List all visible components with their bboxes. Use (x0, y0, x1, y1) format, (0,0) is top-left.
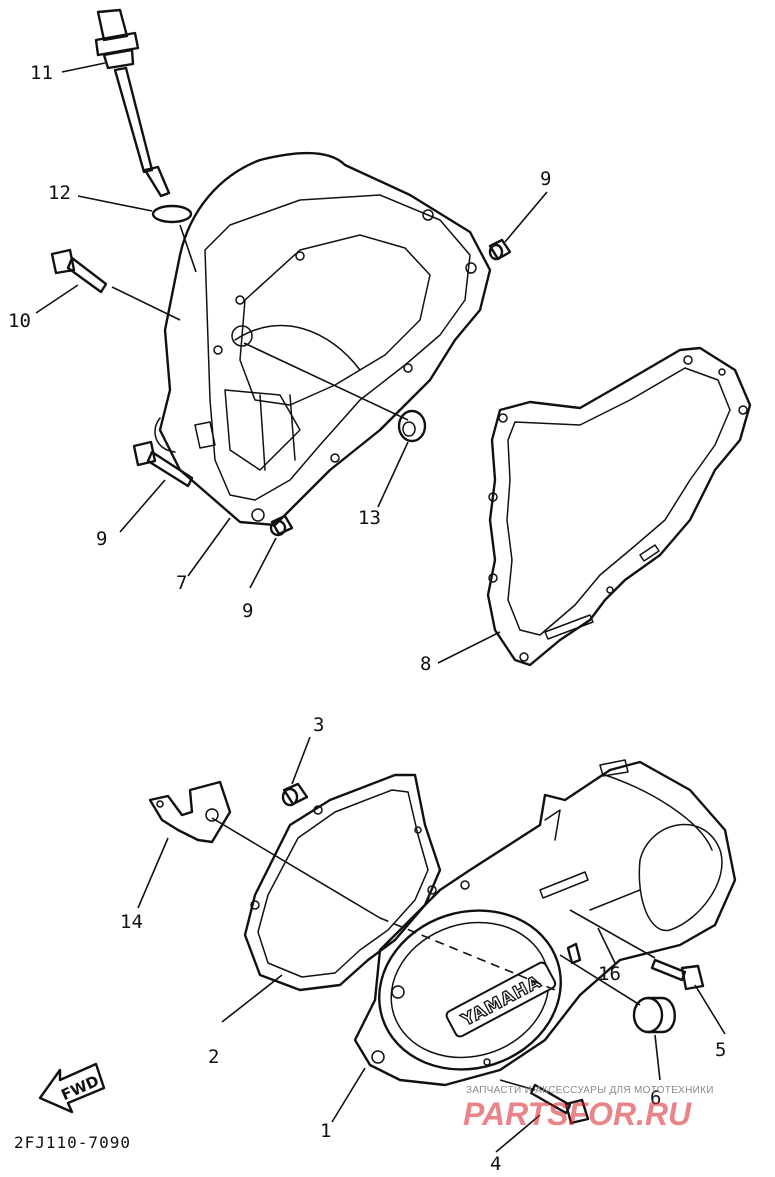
callout-12: 11 (30, 62, 53, 84)
callout-1: 1 (320, 1120, 331, 1142)
callout-7: 7 (176, 572, 187, 594)
callout-9-lower: 9 (242, 600, 253, 622)
lower-leader-lines (137, 736, 726, 1153)
yamaha-emblem: YAMAHA (445, 961, 557, 1038)
generator-cover-dome (378, 909, 562, 1071)
part-2-gasket[interactable] (243, 773, 442, 992)
part-5-bolt[interactable] (650, 958, 705, 991)
callout-14: 13 (358, 507, 381, 529)
part-13-o-ring[interactable] (151, 204, 193, 224)
part-11-bolt[interactable] (50, 248, 108, 294)
callout-6: 6 (650, 1087, 661, 1109)
part-14-oil-seal[interactable] (397, 409, 427, 443)
callout-2: 2 (208, 1046, 219, 1068)
part-7-crankcase-cover[interactable] (154, 151, 492, 527)
part-8-gasket[interactable] (486, 346, 752, 667)
part-15-bracket[interactable] (148, 780, 232, 844)
callout-3: 3 (313, 714, 324, 736)
callout-10: 9 (96, 528, 107, 550)
callout-15: 14 (120, 911, 143, 933)
part-3-dowel[interactable] (281, 782, 309, 807)
watermark: ЗАПЧАСТИ И АКСЕССУАРЫ ДЛЯ МОТОТЕХНИКИ PA… (463, 1085, 714, 1132)
callout-9-upper: 9 (540, 168, 551, 190)
part-6-plug[interactable] (632, 996, 676, 1034)
watermark-tagline: ЗАПЧАСТИ И АКСЕССУАРЫ ДЛЯ МОТОТЕХНИКИ (466, 1085, 714, 1096)
part-4-bolt[interactable] (529, 1083, 590, 1125)
upper-leader-lines (35, 62, 548, 664)
callout-8: 8 (420, 653, 431, 675)
part-12-dipstick[interactable] (94, 8, 171, 198)
part-9-dowel-pin-lower[interactable] (269, 514, 294, 537)
callout-16: 16 (598, 963, 621, 985)
callout-labels: 11 12 10 9 7 9 9 13 8 3 14 2 1 4 5 6 16 (8, 62, 726, 1175)
callout-4: 4 (490, 1153, 501, 1175)
part-16-pin[interactable] (566, 942, 582, 965)
callout-5: 5 (715, 1039, 726, 1061)
fwd-direction-arrow: FWD (38, 1062, 106, 1114)
diagram-code: 2FJ110-7090 (14, 1133, 131, 1152)
callout-11: 10 (8, 310, 31, 332)
part-9-dowel-pin-upper[interactable] (488, 238, 512, 261)
callout-13: 12 (48, 182, 71, 204)
watermark-brand: PARTSFOR.RU (463, 1096, 692, 1132)
